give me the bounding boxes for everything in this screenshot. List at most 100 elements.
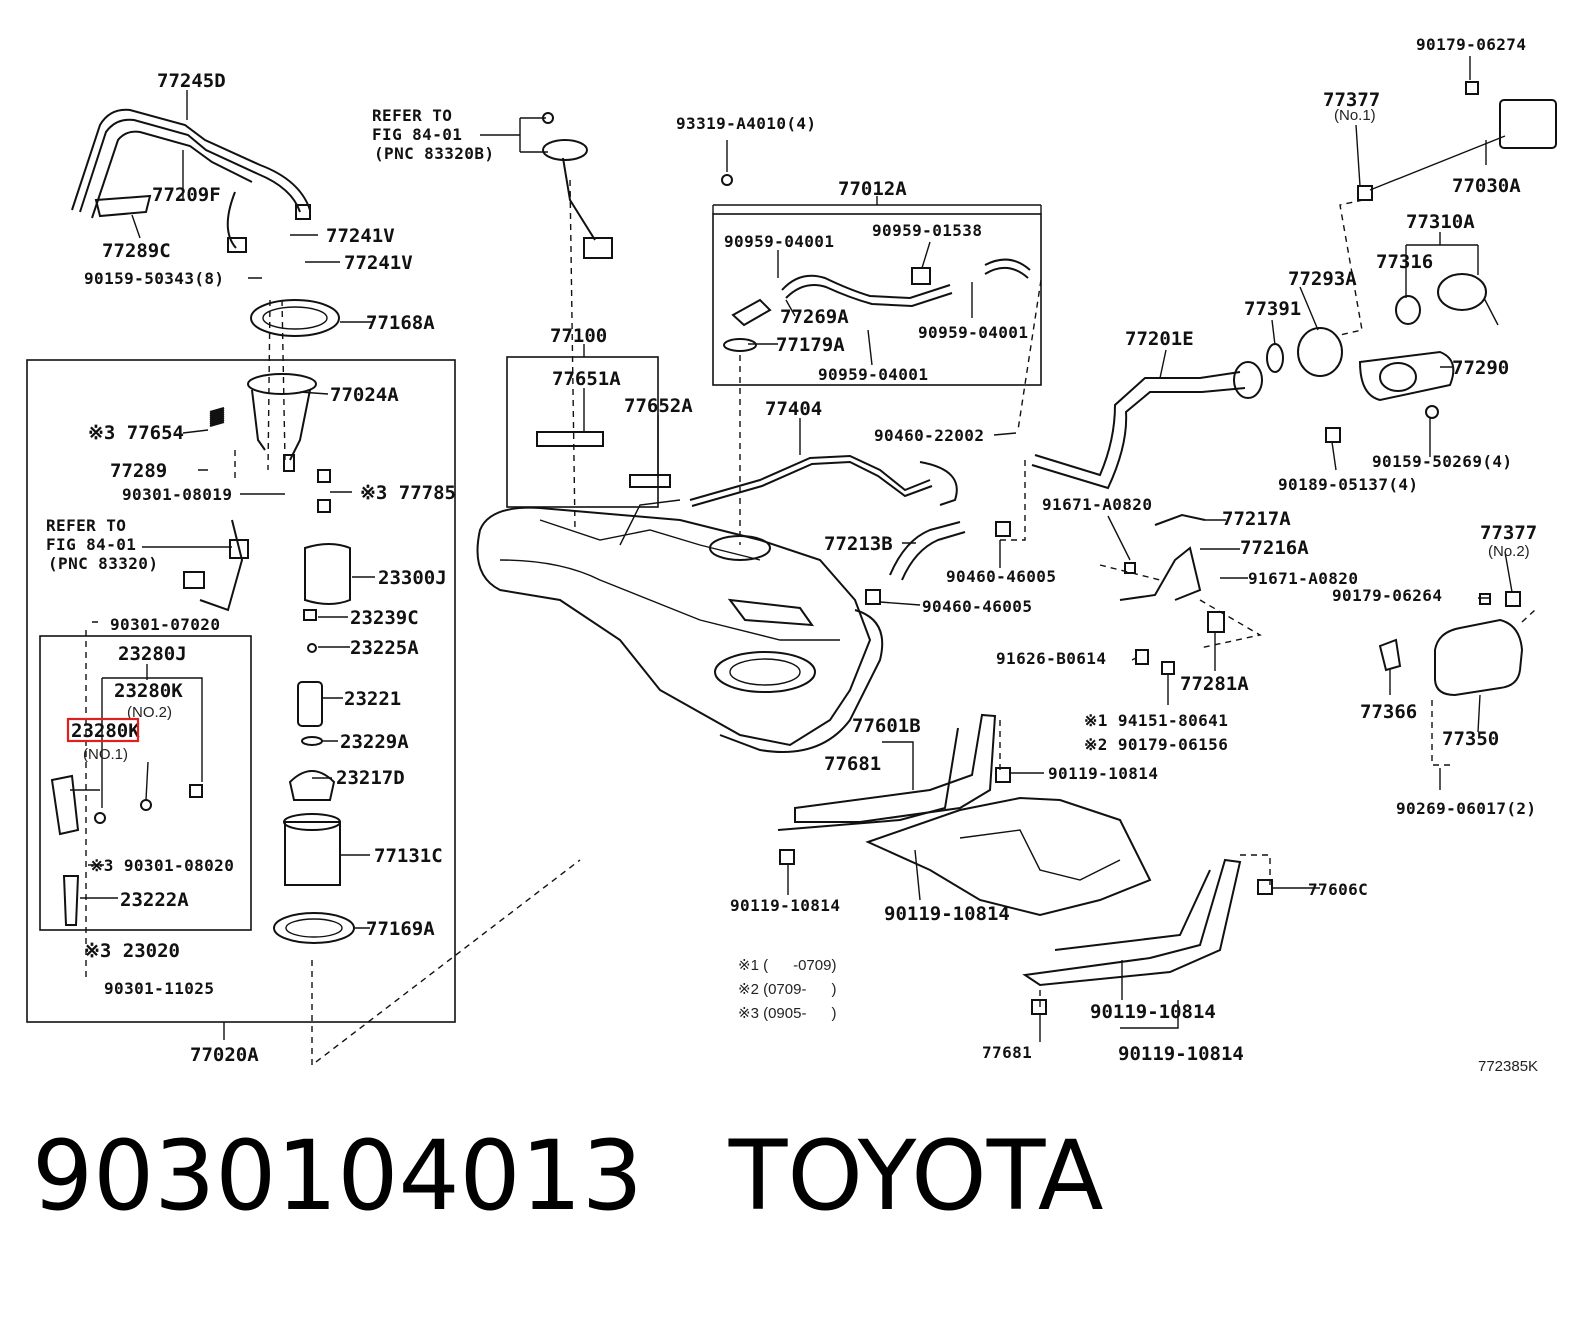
part-label: 77350	[1442, 728, 1499, 750]
part-label: 90119-10814	[1118, 1043, 1244, 1065]
part-label: 23280K	[114, 680, 183, 702]
refer-note-line: (PNC 83320B)	[374, 144, 494, 163]
part-label: 77404	[765, 398, 822, 420]
part-label: 90179-06264	[1332, 586, 1442, 605]
part-label: 77100	[550, 325, 607, 347]
opener-cable-77030a	[1369, 135, 1506, 191]
part-label: 77651A	[552, 368, 621, 390]
part-label: 90460-46005	[946, 567, 1056, 586]
part-label: 77209F	[152, 184, 221, 206]
footnote: ※2 (0709- )	[738, 981, 836, 998]
footnote: ※1 ( -0709)	[738, 957, 836, 974]
part-label: ※3 23020	[84, 940, 180, 962]
part-label: (NO.2)	[127, 704, 172, 721]
part-label: 77366	[1360, 701, 1417, 723]
part-label: 23221	[344, 688, 401, 710]
refer-note-line: REFER TO	[372, 106, 452, 125]
cup-77131c	[284, 821, 341, 886]
part-labels: 77245D 77209F 77289C 77241V 77241V 90159-5034…	[71, 35, 1537, 1066]
fuel-sender-83320b	[542, 112, 613, 259]
part-label: 90119-10814	[730, 896, 840, 915]
part-label: 77290	[1452, 357, 1509, 379]
part-label: 77316	[1376, 251, 1433, 273]
part-label: 77601B	[852, 715, 921, 737]
part-label: 77652A	[624, 395, 693, 417]
pad-77652a	[629, 474, 671, 488]
part-label: 90959-01538	[872, 221, 982, 240]
footnotes: ※1 ( -0709) ※2 (0709- ) ※3 (0905- )	[738, 957, 836, 1022]
part-label: 23229A	[340, 731, 409, 753]
part-label: 90119-10814	[1090, 1001, 1216, 1023]
part-label: 77310A	[1406, 211, 1475, 233]
part-label: 77241V	[344, 252, 413, 274]
vent-hoses	[723, 258, 1031, 352]
part-label: 77377	[1480, 522, 1537, 544]
part-label: 90269-06017(2)	[1396, 799, 1536, 818]
part-label: 23217D	[336, 767, 405, 789]
fuel-tank-77100	[476, 499, 884, 753]
part-label: 77293A	[1288, 268, 1357, 290]
part-label: 77020A	[190, 1044, 259, 1066]
part-label: 77289C	[102, 240, 171, 262]
hose-frame-77012a	[712, 213, 1042, 386]
spring-77654	[209, 407, 225, 427]
part-label: 90460-46005	[922, 597, 1032, 616]
part-label: (No.2)	[1488, 543, 1530, 560]
part-label: 77241V	[326, 225, 395, 247]
part-label: 90159-50343(8)	[84, 269, 224, 288]
parts-diagram: 77245D 77209F 77289C 77241V 77241V 90159-5034…	[26, 35, 1557, 1075]
part-label: 90301-11025	[104, 979, 214, 998]
fuel-line-tubes	[71, 108, 311, 253]
part-label: 23225A	[350, 637, 419, 659]
part-label: 90119-10814	[884, 903, 1010, 925]
filter-subframe	[39, 635, 252, 931]
pump-upper-77024a	[247, 373, 317, 472]
part-label: 77391	[1244, 298, 1301, 320]
filter-case-23300j	[304, 543, 351, 605]
part-label: 90301-07020	[110, 615, 220, 634]
part-label: 77179A	[776, 334, 845, 356]
hinge-77366	[1378, 638, 1402, 672]
protector-77606c	[865, 796, 1152, 917]
part-label: 23300J	[378, 567, 447, 589]
part-label: 77245D	[157, 70, 226, 92]
brand-name: TOYOTA	[728, 1120, 1104, 1232]
band-77602b	[1022, 858, 1242, 987]
part-label: 90460-22002	[874, 426, 984, 445]
part-label: 77681	[982, 1043, 1032, 1062]
refer-note-line: FIG 84-01	[372, 125, 462, 144]
highlight-box	[66, 717, 140, 743]
part-label: 77289	[110, 460, 167, 482]
part-label: ※3 77785	[360, 482, 456, 504]
part-label: 90301-08019	[122, 485, 232, 504]
ring-77391	[1266, 343, 1284, 373]
part-label: 77024A	[330, 384, 399, 406]
part-label: 77681	[824, 753, 881, 775]
part-label: 77217A	[1222, 508, 1291, 530]
part-label: ※3 77654	[88, 422, 184, 444]
lock-ring-77168a	[250, 299, 340, 337]
part-label: 93319-A4010(4)	[676, 114, 816, 133]
gasket-77316	[1395, 295, 1421, 325]
pump-assembly-frame	[26, 359, 456, 1023]
part-label: 77377	[1323, 89, 1380, 111]
footnote: ※3 (0905- )	[738, 1005, 836, 1022]
diagram-code: 772385K	[1478, 1058, 1538, 1075]
part-label: 23280J	[118, 643, 187, 665]
part-label: 90959-04001	[918, 323, 1028, 342]
part-label: (NO.1)	[83, 746, 128, 763]
pad-77651a	[536, 431, 604, 447]
part-number: 9030104013	[32, 1120, 643, 1232]
part-label: 77131C	[374, 845, 443, 867]
refer-note-line: FIG 84-01	[46, 535, 136, 554]
part-label: 77168A	[366, 312, 435, 334]
part-label: 77030A	[1452, 175, 1521, 197]
part-label: (No.1)	[1334, 107, 1376, 124]
housing-77290	[1358, 350, 1455, 402]
part-label: 23239C	[350, 607, 419, 629]
part-label: 77213B	[824, 533, 893, 555]
sender-gauge-arm	[183, 519, 249, 612]
part-label: 77169A	[366, 918, 435, 940]
